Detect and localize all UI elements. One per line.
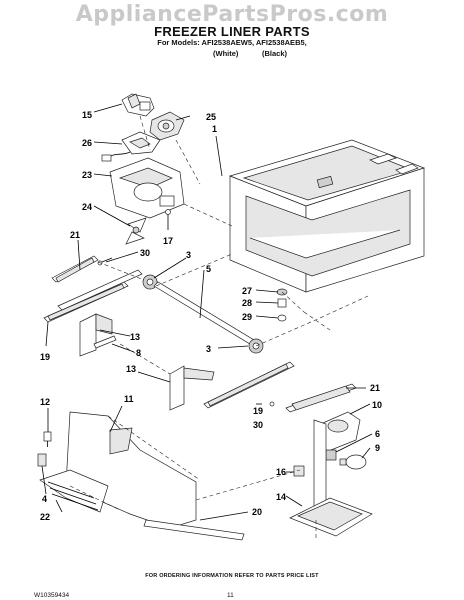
part-rail-21-left — [51, 255, 99, 283]
callout-12: 12 — [40, 397, 50, 407]
callout-labels: 15 25 1 26 23 24 17 21 30 3 5 27 28 29 1… — [40, 110, 382, 522]
part-housing-14 — [289, 419, 373, 537]
part-fan-motor-25 — [149, 111, 185, 141]
callout-30-right: 30 — [253, 420, 263, 430]
part-bulb-9 — [339, 454, 367, 470]
watermark: AppliancePartsPros.com — [75, 2, 389, 27]
callout-26: 26 — [82, 138, 92, 148]
part-bracket-13-upper — [79, 313, 113, 357]
part-panel-11 — [65, 411, 197, 529]
color-black-label: (Black) — [262, 49, 288, 58]
callout-22: 22 — [40, 512, 50, 522]
callout-13-upper: 13 — [130, 332, 140, 342]
guide-lines — [69, 115, 369, 540]
callout-24: 24 — [82, 202, 92, 212]
callout-21-left: 21 — [70, 230, 80, 240]
part-slide-19-right — [203, 361, 295, 409]
callout-10: 10 — [372, 400, 382, 410]
part-freezer-liner-1 — [228, 139, 426, 293]
callout-8: 8 — [136, 348, 141, 358]
callout-11: 11 — [124, 394, 134, 404]
callout-20: 20 — [252, 507, 262, 517]
callout-28: 28 — [242, 298, 252, 308]
part-grille-22 — [39, 469, 109, 513]
callout-23: 23 — [82, 170, 92, 180]
callout-9: 9 — [375, 443, 380, 453]
callout-15: 15 — [82, 110, 92, 120]
callout-3-lower: 3 — [206, 344, 211, 354]
callout-1: 1 — [212, 124, 217, 134]
page-number: 11 — [227, 592, 234, 599]
part-fan-blade-24 — [125, 217, 147, 245]
part-fan-shroud-23 — [109, 157, 185, 219]
part-housing-10 — [315, 411, 361, 453]
callout-30-left: 30 — [140, 248, 150, 258]
callout-13-lower: 13 — [126, 364, 136, 374]
part-bracket-15 — [121, 93, 155, 117]
part-clip-4 — [37, 453, 47, 467]
part-wire-connector — [101, 151, 131, 162]
callout-6: 6 — [375, 429, 380, 439]
part-strip-20 — [143, 519, 245, 541]
part-socket-6 — [325, 449, 337, 461]
part-cover-16 — [293, 465, 305, 477]
part-screw-12 — [43, 431, 52, 447]
part-shaft-5 — [153, 281, 255, 345]
part-rail-8 — [93, 335, 117, 349]
ordering-note: FOR ORDERING INFORMATION REFER TO PARTS … — [145, 573, 319, 579]
callout-29: 29 — [242, 312, 252, 322]
callout-19-left: 19 — [40, 352, 50, 362]
part-spring-28 — [277, 298, 287, 308]
callout-25: 25 — [206, 112, 216, 122]
part-rail-21-right — [285, 383, 357, 413]
callout-3-upper: 3 — [186, 250, 191, 260]
callout-5: 5 — [206, 264, 211, 274]
page-title: FREEZER LINER PARTS — [154, 24, 310, 39]
color-white-label: (White) — [213, 49, 239, 58]
callout-21-right: 21 — [370, 383, 380, 393]
callout-16: 16 — [276, 467, 286, 477]
part-screw-17 — [165, 209, 171, 224]
part-bracket-13-lower — [169, 365, 215, 411]
callout-27: 27 — [242, 286, 252, 296]
leader-lines — [41, 103, 373, 521]
callout-14: 14 — [276, 492, 286, 502]
callout-4: 4 — [42, 494, 47, 504]
callout-19-right: 19 — [253, 406, 263, 416]
document-number: W10359434 — [34, 592, 70, 599]
part-housing-26 — [121, 131, 161, 155]
part-slide-19-left — [43, 269, 143, 323]
part-screw-30-left — [97, 257, 113, 266]
callout-17: 17 — [163, 236, 173, 246]
part-washer-29 — [277, 314, 287, 322]
part-gear-3-upper — [142, 274, 158, 290]
models-line: For Models: AFI2538AEW5, AFI2538AEB5, — [157, 38, 307, 47]
part-screw-30-right — [269, 401, 275, 407]
